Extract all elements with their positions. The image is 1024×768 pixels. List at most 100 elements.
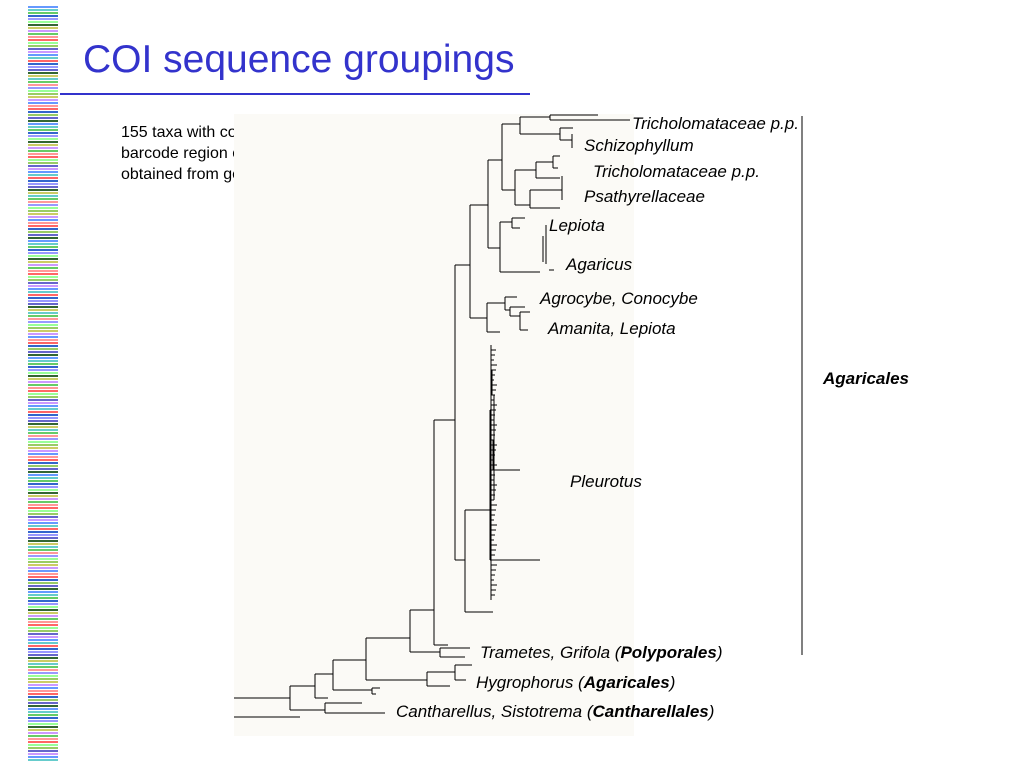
stripe-line — [28, 729, 58, 731]
stripe-line — [28, 258, 58, 260]
stripe-line — [28, 102, 58, 104]
stripe-line — [28, 222, 58, 224]
stripe-line — [28, 522, 58, 524]
stripe-line — [28, 660, 58, 662]
stripe-line — [28, 282, 58, 284]
outgroup-prefix: Trametes, Grifola ( — [480, 643, 621, 662]
stripe-line — [28, 219, 58, 221]
stripe-line — [28, 360, 58, 362]
stripe-line — [28, 366, 58, 368]
outgroup-suffix: ) — [708, 702, 715, 721]
stripe-line — [28, 747, 58, 749]
stripe-line — [28, 573, 58, 575]
stripe-line — [28, 732, 58, 734]
stripe-line — [28, 45, 58, 47]
stripe-line — [28, 303, 58, 305]
stripe-line — [28, 414, 58, 416]
stripe-line — [28, 135, 58, 137]
stripe-line — [28, 306, 58, 308]
stripe-line — [28, 666, 58, 668]
stripe-line — [28, 468, 58, 470]
stripe-line — [28, 87, 58, 89]
stripe-line — [28, 126, 58, 128]
stripe-line — [28, 597, 58, 599]
stripe-line — [28, 396, 58, 398]
stripe-line — [28, 516, 58, 518]
stripe-line — [28, 345, 58, 347]
stripe-line — [28, 342, 58, 344]
clade-label: Tricholomataceae p.p. — [593, 162, 760, 181]
stripe-line — [28, 543, 58, 545]
stripe-line — [28, 567, 58, 569]
stripe-line — [28, 120, 58, 122]
stripe-line — [28, 327, 58, 329]
stripe-line — [28, 57, 58, 59]
stripe-line — [28, 249, 58, 251]
stripe-line — [28, 165, 58, 167]
stripe-line — [28, 9, 58, 11]
stripe-line — [28, 27, 58, 29]
stripe-line — [28, 96, 58, 98]
stripe-line — [28, 267, 58, 269]
stripe-line — [28, 534, 58, 536]
stripe-line — [28, 480, 58, 482]
stripe-line — [28, 132, 58, 134]
stripe-line — [28, 744, 58, 746]
stripe-line — [28, 183, 58, 185]
stripe-line — [28, 738, 58, 740]
stripe-line — [28, 627, 58, 629]
stripe-line — [28, 318, 58, 320]
stripe-line — [28, 528, 58, 530]
stripe-line — [28, 549, 58, 551]
stripe-line — [28, 636, 58, 638]
stripe-line — [28, 30, 58, 32]
stripe-line — [28, 192, 58, 194]
stripe-line — [28, 36, 58, 38]
stripe-line — [28, 321, 58, 323]
stripe-line — [28, 651, 58, 653]
stripe-line — [28, 75, 58, 77]
stripe-line — [28, 312, 58, 314]
clade-label: Amanita, Lepiota — [548, 319, 676, 338]
stripe-line — [28, 483, 58, 485]
stripe-line — [28, 147, 58, 149]
outgroup-label: Cantharellus, Sistotrema (Cantharellales… — [396, 702, 714, 722]
stripe-line — [28, 273, 58, 275]
stripe-line — [28, 141, 58, 143]
stripe-line — [28, 615, 58, 617]
stripe-line — [28, 408, 58, 410]
stripe-line — [28, 288, 58, 290]
stripe-line — [28, 639, 58, 641]
outgroup-order: Agaricales — [583, 673, 670, 692]
stripe-line — [28, 606, 58, 608]
stripe-line — [28, 390, 58, 392]
stripe-line — [28, 450, 58, 452]
stripe-line — [28, 171, 58, 173]
stripe-line — [28, 582, 58, 584]
stripe-line — [28, 609, 58, 611]
stripe-line — [28, 420, 58, 422]
stripe-line — [28, 447, 58, 449]
stripe-line — [28, 456, 58, 458]
stripe-line — [28, 648, 58, 650]
stripe-line — [28, 153, 58, 155]
slide-title: COI sequence groupings — [83, 38, 515, 81]
stripe-line — [28, 663, 58, 665]
stripe-line — [28, 54, 58, 56]
stripe-line — [28, 240, 58, 242]
stripe-line — [28, 750, 58, 752]
stripe-line — [28, 705, 58, 707]
stripe-line — [28, 108, 58, 110]
stripe-line — [28, 459, 58, 461]
stripe-line — [28, 672, 58, 674]
stripe-line — [28, 633, 58, 635]
stripe-line — [28, 708, 58, 710]
stripe-line — [28, 168, 58, 170]
stripe-line — [28, 336, 58, 338]
stripe-line — [28, 324, 58, 326]
outgroup-label: Hygrophorus (Agaricales) — [476, 673, 675, 693]
stripe-line — [28, 354, 58, 356]
stripe-line — [28, 717, 58, 719]
stripe-line — [28, 417, 58, 419]
stripe-line — [28, 384, 58, 386]
